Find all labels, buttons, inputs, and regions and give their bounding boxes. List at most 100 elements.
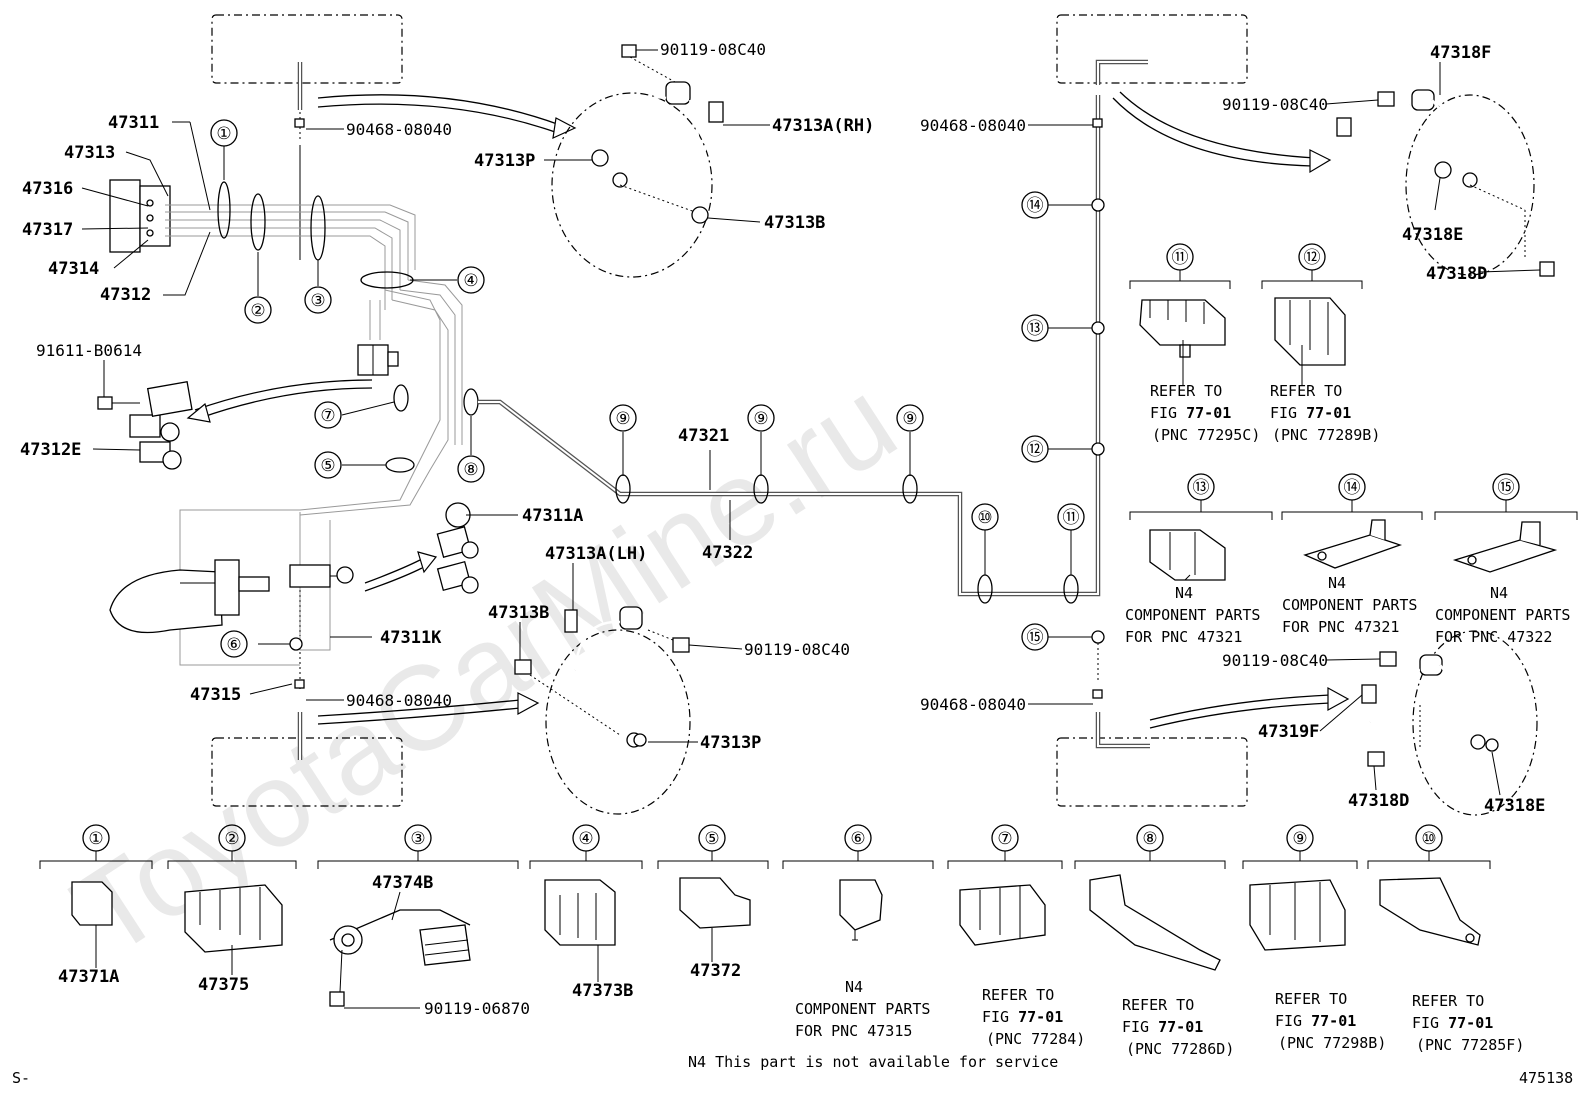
note-for-47315: FOR PNC 47315 [795,1022,912,1040]
note-fig-11: FIG [1150,404,1186,422]
label-47371A: 47371A [58,967,119,987]
note-for-47321-b: FOR PNC 47321 [1282,618,1399,636]
note-fignum-7: 77-01 [1018,1008,1063,1026]
detail-callout-15: ⑮ [1498,478,1515,497]
arrow-front-left [317,94,561,126]
label-47311: 47311 [108,113,159,133]
label-47312E: 47312E [20,440,81,460]
callout-5: ⑤ [320,456,335,475]
callout-7: ⑦ [320,406,335,425]
label-47313B-a: 47313B [764,213,825,233]
note-n4-13: N4 [1175,584,1193,602]
label-47312: 47312 [100,285,151,305]
note-pnc-77289B: (PNC 77289B) [1272,426,1380,444]
note-pnc-77284: (PNC 77284) [986,1030,1085,1048]
label-47322: 47322 [702,543,753,563]
note-pnc-77298B: (PNC 77298B) [1278,1034,1386,1052]
leader-lines [81,49,1541,1009]
label-90468-08040-c: 90468-08040 [920,116,1026,135]
callout-9a: ⑨ [615,409,630,428]
label-47313P-a: 47313P [474,151,535,171]
footer-note: N4 This part is not available for servic… [688,1053,1058,1071]
note-refer-12: REFER TO [1270,382,1342,400]
detail-callout-14: ⑭ [1344,478,1361,497]
detail-callout-6: ⑥ [850,829,865,848]
label-90468-08040-b: 90468-08040 [346,691,452,710]
sheet-prefix: S- [12,1069,30,1087]
wheel-box-front-right [1056,14,1248,84]
rear-junction [289,564,331,588]
label-47311A: 47311A [522,506,583,526]
label-47316: 47316 [22,179,73,199]
callout-9c: ⑨ [902,409,917,428]
bracket-47312E [97,381,193,470]
callout-4: ④ [463,271,478,290]
clip-group-11 [1129,270,1231,358]
bottom-clip-row [39,851,1491,1007]
detail-callout-1: ① [88,829,103,848]
note-fig-12: FIG [1270,404,1306,422]
svg-text:FIG 77-01: FIG 77-01 [1412,1014,1493,1032]
note-comp-13: COMPONENT PARTS [1125,606,1260,624]
detail-callout-4: ④ [578,829,593,848]
label-47319F: 47319F [1258,722,1319,742]
callout-1: ① [216,124,231,143]
flex-hose-47319F [1361,651,1499,767]
label-47373B: 47373B [572,981,633,1001]
label-90468-08040-d: 90468-08040 [920,695,1026,714]
wheel-box-front-left [211,14,403,84]
detail-callout-10: ⑩ [1421,829,1436,848]
label-47372: 47372 [690,961,741,981]
rear-axle-component [109,559,270,634]
note-fignum-8: 77-01 [1158,1018,1203,1036]
label-47315: 47315 [190,685,241,705]
callout-8: ⑧ [463,460,478,479]
callout-12: ⑫ [1027,440,1044,459]
note-n4-15: N4 [1490,584,1508,602]
wheel-box-rear-right [1056,737,1248,807]
callout-13: ⑬ [1027,319,1044,338]
note-fignum-9: 77-01 [1311,1012,1356,1030]
note-refer-9: REFER TO [1275,990,1347,1008]
label-90119-08C40-b: 90119-08C40 [744,640,850,659]
note-refer-11: REFER TO [1150,382,1222,400]
callout-15: ⑮ [1027,628,1044,647]
label-47313A-RH: 47313A(RH) [772,116,874,136]
note-comp-14: COMPONENT PARTS [1282,596,1417,614]
flex-hose-47313A-RH [591,44,724,224]
label-90119-08C40-d: 90119-08C40 [1222,651,1328,670]
wheel-box-rear-left [211,737,403,807]
clip-group-14 [1281,500,1423,569]
label-47374B: 47374B [372,873,433,893]
bracket-47311A [436,502,479,594]
note-pnc-77295C: (PNC 77295C) [1152,426,1260,444]
label-91611-B0614: 91611-B0614 [36,341,142,360]
callouts [82,119,1520,852]
svg-text:FIG 77-01: FIG 77-01 [982,1008,1063,1026]
label-47317: 47317 [22,220,73,240]
note-comp-15: COMPONENT PARTS [1435,606,1570,624]
note-fignum-10: 77-01 [1448,1014,1493,1032]
watermark: ToyotaCarMine.ru [51,354,918,982]
detail-callout-2: ② [224,829,239,848]
flex-hose-47313A-LH [514,606,690,748]
callout-10: ⑩ [977,508,992,527]
label-47318D-a: 47318D [1426,264,1487,284]
hose-detail-front-left [551,92,713,278]
part-labels: 47311 47313 47316 47317 47314 47312 9161… [20,40,1545,1018]
clip-group-12 [1261,270,1363,366]
note-fignum-12: 77-01 [1306,404,1351,422]
callout-9b: ⑨ [753,409,768,428]
svg-text:FIG 77-01: FIG 77-01 [1275,1012,1356,1030]
label-47321: 47321 [678,426,729,446]
label-47375: 47375 [198,975,249,995]
label-47311K: 47311K [380,628,442,648]
flex-hose-47318F [1336,89,1555,277]
label-47313B-b: 47313B [488,603,549,623]
note-refer-10: REFER TO [1412,992,1484,1010]
label-47318E-b: 47318E [1484,796,1545,816]
label-47313: 47313 [64,143,115,163]
svg-text:FIG 77-01: FIG 77-01 [1270,404,1351,422]
